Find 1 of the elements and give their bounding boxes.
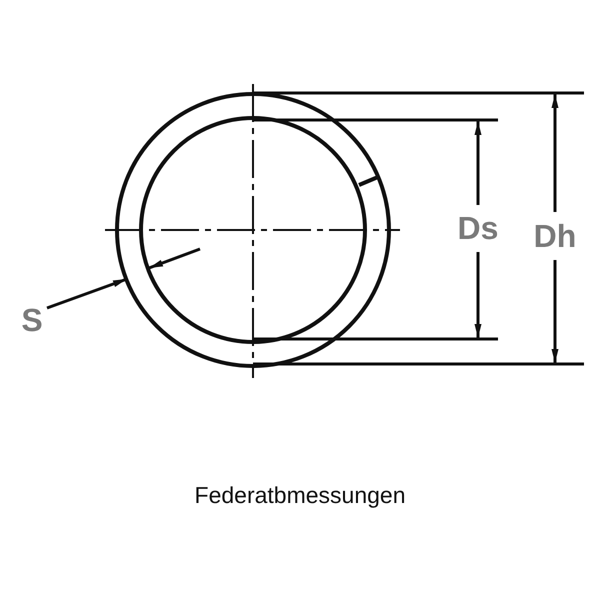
caption: Federatbmessungen [194,482,406,509]
